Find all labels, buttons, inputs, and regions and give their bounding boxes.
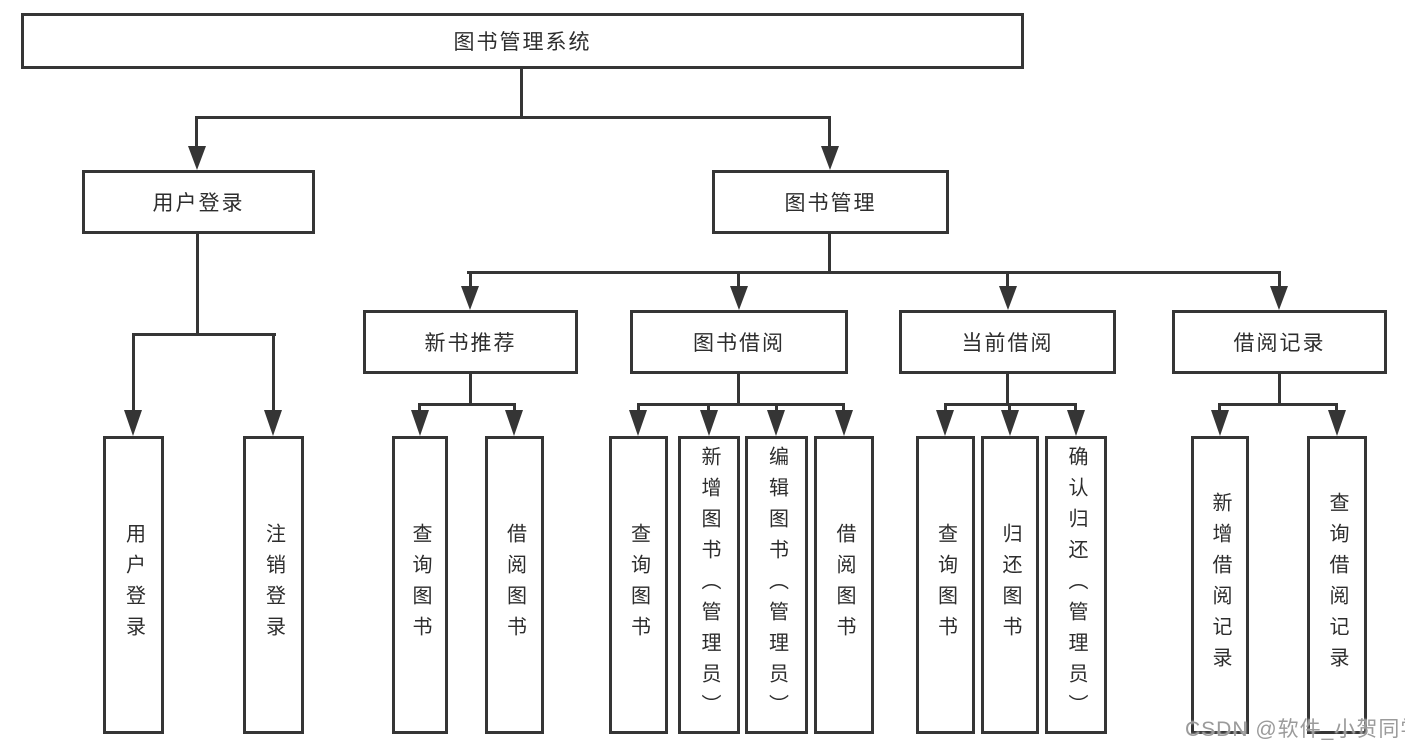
connector (469, 374, 472, 405)
node-book-management: 图书管理 (712, 170, 949, 234)
connector (1006, 274, 1009, 288)
connector (737, 274, 740, 288)
arrow-down-icon (188, 146, 206, 170)
node-label: 新书推荐 (424, 332, 517, 355)
connector (1278, 374, 1281, 405)
leaf-label: 新增图书（管理员） (698, 445, 720, 725)
leaf-label: 借阅图书 (833, 523, 855, 647)
node-label: 借阅记录 (1233, 332, 1326, 355)
leaf-label: 编辑图书（管理员） (765, 445, 788, 725)
arrow-down-icon (767, 410, 785, 436)
connector (132, 333, 276, 336)
leaf-label: 归还图书 (999, 523, 1021, 647)
leaf-logout: 注销登录 (243, 436, 304, 734)
node-borrowing-records: 借阅记录 (1172, 310, 1387, 374)
arrow-down-icon (936, 410, 954, 436)
arrow-down-icon (821, 146, 839, 170)
node-label: 图书管理 (784, 192, 877, 215)
leaf-add-book-admin: 新增图书（管理员） (678, 436, 740, 734)
leaf-query-books-borrowing: 查询图书 (609, 436, 668, 734)
arrow-down-icon (264, 410, 282, 436)
node-user-login: 用户登录 (82, 170, 315, 234)
arrow-down-icon (1328, 410, 1346, 436)
connector (272, 336, 275, 412)
leaf-label: 用户登录 (122, 523, 145, 647)
arrow-down-icon (1270, 286, 1288, 310)
node-label: 用户登录 (152, 192, 245, 215)
connector (1218, 403, 1338, 406)
leaf-label: 查询图书 (627, 523, 650, 647)
leaf-label: 确认归还（管理员） (1065, 445, 1087, 725)
connector (944, 403, 1077, 406)
arrow-down-icon (411, 410, 429, 436)
node-label: 图书借阅 (693, 332, 785, 355)
leaf-label: 新增借阅记录 (1209, 492, 1231, 678)
leaf-borrow-books-borrowing: 借阅图书 (814, 436, 874, 734)
leaf-borrow-books-recommend: 借阅图书 (485, 436, 544, 734)
connector (828, 234, 831, 273)
arrow-down-icon (835, 410, 853, 436)
node-book-borrowing: 图书借阅 (630, 310, 848, 374)
leaf-confirm-return-admin: 确认归还（管理员） (1045, 436, 1107, 734)
arrow-down-icon (124, 410, 142, 436)
leaf-label: 查询图书 (934, 523, 957, 647)
node-current-borrowing: 当前借阅 (899, 310, 1116, 374)
connector (637, 403, 845, 406)
arrow-down-icon (461, 286, 479, 310)
leaf-user-login: 用户登录 (103, 436, 164, 734)
node-library-management-system: 图书管理系统 (21, 13, 1024, 69)
connector (469, 274, 472, 288)
connector (1006, 374, 1009, 405)
connector (467, 271, 1281, 274)
node-new-book-recommendation: 新书推荐 (363, 310, 578, 374)
csdn-watermark: CSDN @软件_小贺同学 (1185, 718, 1405, 741)
leaf-label: 注销登录 (262, 523, 285, 647)
leaf-query-books-recommend: 查询图书 (392, 436, 448, 734)
connector (737, 374, 740, 405)
connector (195, 119, 198, 148)
connector (828, 119, 831, 148)
leaf-query-books-current: 查询图书 (916, 436, 975, 734)
leaf-label: 查询借阅记录 (1326, 492, 1348, 678)
connector (1278, 274, 1281, 288)
leaf-return-books: 归还图书 (981, 436, 1039, 734)
leaf-edit-book-admin: 编辑图书（管理员） (745, 436, 808, 734)
leaf-label: 借阅图书 (503, 523, 526, 647)
connector (195, 116, 831, 119)
connector (132, 336, 135, 412)
arrow-down-icon (700, 410, 718, 436)
node-label: 当前借阅 (961, 332, 1054, 355)
arrow-down-icon (505, 410, 523, 436)
leaf-query-borrow-record: 查询借阅记录 (1307, 436, 1367, 734)
arrow-down-icon (1001, 410, 1019, 436)
node-label: 图书管理系统 (453, 31, 592, 54)
arrow-down-icon (629, 410, 647, 436)
arrow-down-icon (1211, 410, 1229, 436)
leaf-add-borrow-record: 新增借阅记录 (1191, 436, 1249, 734)
connector (520, 69, 523, 116)
arrow-down-icon (999, 286, 1017, 310)
arrow-down-icon (730, 286, 748, 310)
leaf-label: 查询图书 (409, 523, 431, 647)
connector (196, 234, 199, 335)
arrow-down-icon (1067, 410, 1085, 436)
connector (418, 403, 516, 406)
